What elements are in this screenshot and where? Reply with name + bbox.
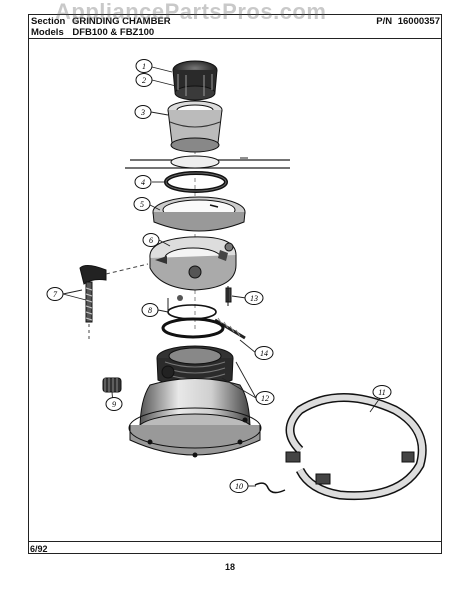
callout-2-label: 2 [142,76,146,85]
revision-date: 6/92 [30,544,48,554]
callout-7-label: 7 [53,290,58,299]
spring-wire-part [254,482,286,494]
callout-11: 11 [372,385,392,399]
section-value: GRINDING CHAMBER [71,16,171,27]
grinding-chamber-housing [128,345,262,458]
callout-6-label: 6 [149,236,153,245]
page-number: 18 [225,562,236,572]
sink-surface [125,155,290,169]
callout-10: 10 [229,479,249,493]
callout-3-label: 3 [140,108,145,117]
backup-ring-part [152,196,246,232]
callout-8-label: 8 [148,306,152,315]
callout-4: 4 [134,175,152,189]
sink-flange-part [167,100,223,153]
stopper-part [172,60,218,101]
models-label: Models [31,27,64,38]
fastener-part [225,286,232,306]
pn-value: 16000357 [397,16,440,27]
housing-gasket [161,317,225,339]
callout-13: 13 [244,291,264,305]
header-divider [28,38,442,39]
callout-14: 14 [254,346,274,360]
callout-6: 6 [142,233,160,247]
callout-3: 3 [134,105,152,119]
callout-11-label: 11 [378,388,385,397]
callout-12-label: 12 [261,394,269,403]
leader-lines [62,66,381,487]
retaining-ring-part [285,393,427,501]
callout-1: 1 [135,59,153,73]
mounting-ring-part [149,236,237,291]
mounting-screw-part [79,263,149,340]
snap-ring-part [167,295,217,320]
callout-5: 5 [133,197,151,211]
callout-13-label: 13 [250,294,258,303]
callout-12: 12 [255,391,275,405]
callout-1-label: 1 [142,62,146,71]
callout-4-label: 4 [141,178,145,187]
page-frame [28,14,442,554]
callout-9-label: 9 [112,400,116,409]
models-value: DFB100 & FBZ100 [72,27,155,38]
pn-label: P/N [376,16,393,27]
footer-divider [28,541,442,542]
callout-2: 2 [135,73,153,87]
clamp-screw-part [214,317,246,340]
callout-9: 9 [105,397,123,411]
section-label: Section [31,16,66,27]
watermark: AppliancePartsPros.com [55,0,327,24]
coupling-part [102,377,122,393]
callout-bubbles: 1 2 3 4 5 6 7 8 9 10 11 12 13 14 [46,59,392,493]
callout-8: 8 [141,303,159,317]
callout-7: 7 [46,287,64,301]
part-number: P/N 16000357 [376,16,440,27]
gasket-ring-part [164,171,228,193]
callout-5-label: 5 [140,200,144,209]
callout-14-label: 14 [260,349,268,358]
callout-10-label: 10 [235,482,243,491]
models-title: Models DFB100 & FBZ100 [31,27,154,38]
section-title: Section GRINDING CHAMBER [31,16,171,27]
